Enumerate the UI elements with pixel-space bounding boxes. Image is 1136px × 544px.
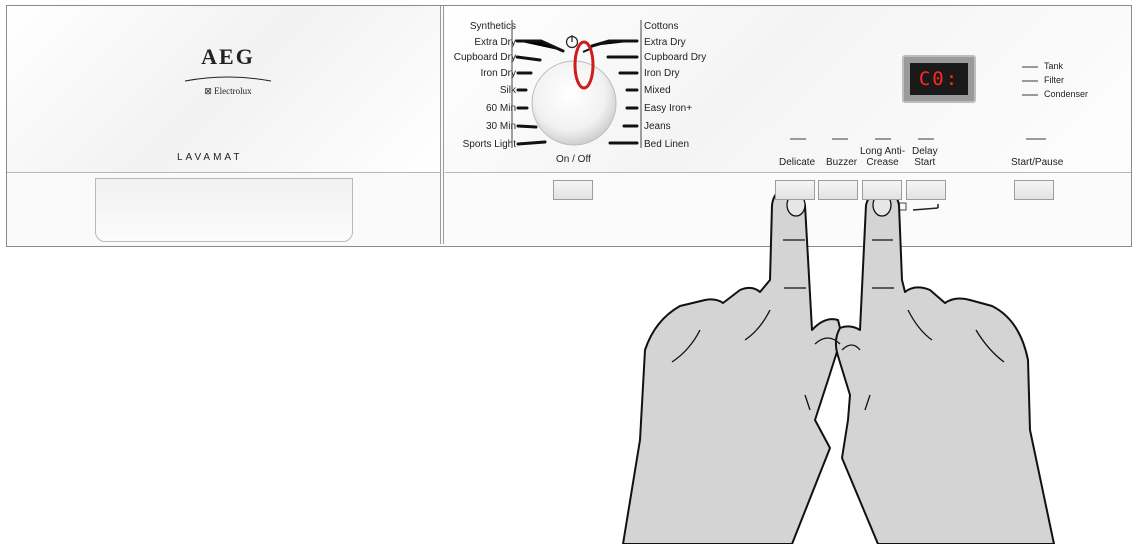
button-leds bbox=[790, 138, 1046, 140]
hands-illustration bbox=[623, 188, 1054, 544]
buzzer-button[interactable] bbox=[818, 180, 858, 200]
power-icon bbox=[567, 35, 578, 48]
delicate-button[interactable] bbox=[775, 180, 815, 200]
indicator-condenser: Condenser bbox=[1022, 89, 1088, 99]
delicate-label: Delicate bbox=[779, 157, 815, 168]
on-off-button[interactable] bbox=[553, 180, 593, 200]
delay-start-label: Delay Start bbox=[912, 146, 938, 168]
left-hand bbox=[623, 188, 842, 544]
indicator-tank: Tank bbox=[1022, 61, 1063, 71]
long-anti-crease-button[interactable] bbox=[862, 180, 902, 200]
indicator-filter: Filter bbox=[1022, 75, 1064, 85]
child-lock-icon bbox=[899, 203, 938, 210]
start-pause-label: Start/Pause bbox=[1011, 157, 1063, 168]
start-pause-button[interactable] bbox=[1014, 180, 1054, 200]
long-anti-crease-label: Long Anti- Crease bbox=[860, 146, 905, 168]
programme-dial[interactable] bbox=[532, 61, 616, 145]
dial-label: On / Off bbox=[556, 154, 591, 165]
right-hand bbox=[836, 188, 1054, 544]
buzzer-label: Buzzer bbox=[826, 157, 857, 168]
delay-start-button[interactable] bbox=[906, 180, 946, 200]
display-text: C0: bbox=[910, 63, 968, 95]
digital-display: C0: bbox=[902, 55, 976, 103]
